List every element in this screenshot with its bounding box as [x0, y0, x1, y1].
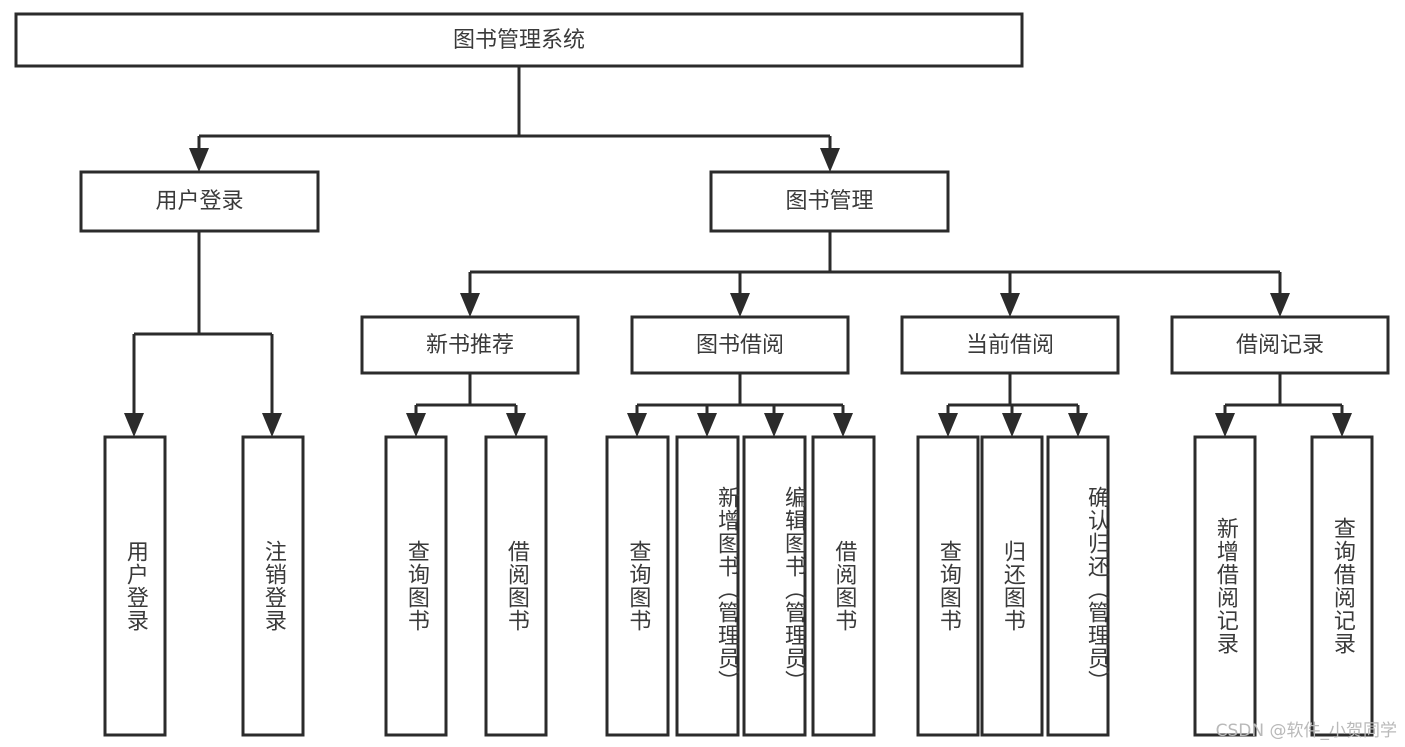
arrowhead-leaf-logout-login [262, 413, 282, 437]
arrowhead-leaf-confirm-return-admin [1068, 413, 1088, 437]
leaf-edit-book-admin-rect[interactable] [742, 435, 807, 737]
leaf-return-book-rect[interactable] [980, 435, 1044, 737]
leaf-query-book-current-rect[interactable] [916, 435, 980, 737]
arrowhead-leaf-borrow-book [833, 413, 853, 437]
node-borrow-record[interactable]: 借阅记录 [1170, 315, 1390, 375]
node-book-borrow[interactable]: 图书借阅 [630, 315, 850, 375]
arrowhead-leaf-edit-book-admin [764, 413, 784, 437]
csdn-watermark: CSDN @软件_小贺同学 [1215, 721, 1397, 741]
leaf-borrow-book-recommend-rect[interactable] [484, 435, 548, 737]
arrowhead-leaf-query-borrow-record [1332, 413, 1352, 437]
arrowhead-book-borrow [730, 293, 750, 317]
node-new-book-recommend[interactable]: 新书推荐 [360, 315, 580, 375]
node-current-borrow[interactable]: 当前借阅 [900, 315, 1120, 375]
arrow-heads [124, 148, 1352, 437]
arrowhead-leaf-return-book [1002, 413, 1022, 437]
node-root-rect[interactable] [14, 12, 1024, 68]
arrowhead-new-book-recommend [460, 293, 480, 317]
node-root[interactable]: 图书管理系统 [14, 12, 1024, 68]
leaf-query-book-borrow-rect[interactable] [605, 435, 670, 737]
arrowhead-leaf-add-book-admin [697, 413, 717, 437]
node-borrow-record-rect[interactable] [1170, 315, 1390, 375]
arrowhead-leaf-query-book-current [938, 413, 958, 437]
node-root-label: 图书管理系统 [453, 28, 585, 53]
leaf-query-borrow-record-rect[interactable] [1310, 435, 1374, 737]
node-user-login-label: 用户登录 [155, 189, 243, 214]
arrowhead-leaf-user-login [124, 413, 144, 437]
node-borrow-record-label: 借阅记录 [1236, 333, 1324, 358]
node-user-login[interactable]: 用户登录 [79, 170, 320, 233]
arrowhead-leaf-add-borrow-record [1215, 413, 1235, 437]
node-current-borrow-rect[interactable] [900, 315, 1120, 375]
node-book-borrow-rect[interactable] [630, 315, 850, 375]
node-current-borrow-label: 当前借阅 [966, 333, 1054, 358]
arrowhead-leaf-borrow-book-recommend [506, 413, 526, 437]
leaf-add-book-admin-rect[interactable] [675, 435, 740, 737]
node-book-management[interactable]: 图书管理 [709, 170, 950, 233]
node-user-login-rect[interactable] [79, 170, 320, 233]
node-new-book-recommend-rect[interactable] [360, 315, 580, 375]
node-book-management-label: 图书管理 [785, 189, 873, 214]
arrowhead-borrow-record [1270, 293, 1290, 317]
arrowhead-user-login [189, 148, 209, 172]
leaf-borrow-book-rect[interactable] [811, 435, 876, 737]
leaf-user-login-rect[interactable] [103, 435, 167, 737]
node-book-borrow-label: 图书借阅 [696, 333, 784, 358]
leaf-query-book-recommend-rect[interactable] [384, 435, 448, 737]
leaf-logout-login-rect[interactable] [241, 435, 305, 737]
connector-lines [132, 66, 1344, 413]
node-new-book-recommend-label: 新书推荐 [426, 333, 514, 358]
arrowhead-leaf-query-book-recommend [406, 413, 426, 437]
leaf-add-borrow-record-rect[interactable] [1193, 435, 1257, 737]
leaf-confirm-return-admin-rect[interactable] [1046, 435, 1110, 737]
arrowhead-book-management [820, 148, 840, 172]
leaf-boxes [103, 435, 1374, 737]
arrowhead-current-borrow [1000, 293, 1020, 317]
arrowhead-leaf-query-book-borrow [627, 413, 647, 437]
node-book-management-rect[interactable] [709, 170, 950, 233]
